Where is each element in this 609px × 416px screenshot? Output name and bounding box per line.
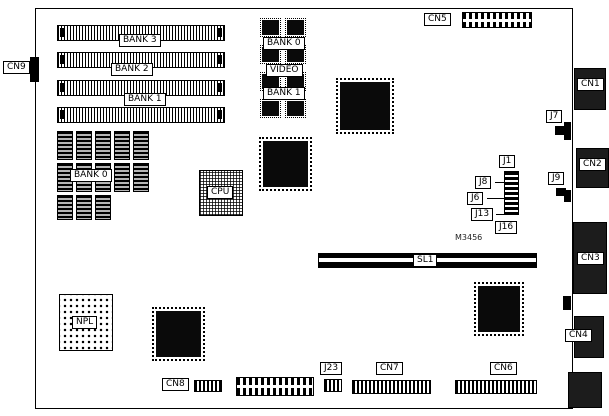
j6-label: J6 bbox=[467, 192, 484, 205]
bank1-video-label: BANK 1 bbox=[263, 87, 305, 100]
dram-chip bbox=[133, 163, 149, 192]
bank2-label: BANK 2 bbox=[111, 63, 153, 76]
cn1-label: CN1 bbox=[577, 78, 604, 91]
dram-chip bbox=[95, 195, 111, 220]
jumper-block bbox=[504, 171, 519, 215]
memory-chip bbox=[260, 18, 281, 37]
memory-chip bbox=[260, 99, 281, 118]
j23-connector bbox=[324, 379, 342, 392]
npl-label: NPL bbox=[72, 316, 98, 329]
bottom-right-port bbox=[568, 372, 602, 408]
j7-label: J7 bbox=[546, 110, 563, 123]
silkscreen-text: M3456 bbox=[455, 233, 483, 242]
bank0-dram-label: BANK 0 bbox=[70, 169, 112, 182]
qfp-chip-middle bbox=[259, 137, 312, 191]
cpu-label: CPU bbox=[207, 186, 234, 199]
j8-leader-line bbox=[495, 182, 504, 183]
dram-chip bbox=[57, 131, 73, 160]
cn5-label: CN5 bbox=[424, 13, 451, 26]
qfp-chip-bottom-left bbox=[152, 307, 205, 361]
dram-chip bbox=[133, 131, 149, 160]
cn8-label: CN8 bbox=[162, 378, 189, 391]
j6-leader-line bbox=[487, 198, 504, 199]
cn2-label: CN2 bbox=[579, 158, 606, 171]
edge-mark-2 bbox=[564, 190, 571, 202]
memory-chip bbox=[285, 99, 306, 118]
edge-mark-1 bbox=[564, 122, 571, 140]
dram-chip bbox=[95, 131, 111, 160]
cn4-label: CN4 bbox=[565, 329, 592, 342]
dram-chip bbox=[114, 131, 130, 160]
j9-jumper bbox=[556, 188, 566, 196]
cn3-label: CN3 bbox=[577, 252, 604, 265]
memory-chip bbox=[285, 18, 306, 37]
qfp-chip-bottom-right bbox=[474, 282, 524, 336]
bank1-label: BANK 1 bbox=[124, 93, 166, 106]
video-label: VIDEO bbox=[266, 64, 303, 77]
j13-leader-line bbox=[496, 214, 504, 215]
simm-slot-4 bbox=[57, 107, 225, 123]
cn7-label: CN7 bbox=[376, 362, 403, 375]
bank3-label: BANK 3 bbox=[119, 34, 161, 47]
j7-jumper bbox=[555, 126, 566, 135]
cn6-label: CN6 bbox=[490, 362, 517, 375]
dram-chip bbox=[76, 131, 92, 160]
qfp-chip-top bbox=[336, 78, 394, 134]
j13-label: J13 bbox=[471, 208, 494, 221]
cn8-connector bbox=[194, 380, 222, 392]
memory-chip bbox=[285, 72, 306, 91]
j1-label: J1 bbox=[499, 155, 516, 168]
bank0-video-label: BANK 0 bbox=[263, 37, 305, 50]
memory-chip bbox=[260, 72, 281, 91]
j16-label: J16 bbox=[495, 221, 518, 234]
edge-mark-3 bbox=[563, 296, 571, 310]
memory-chip bbox=[260, 45, 281, 64]
cn9-label: CN9 bbox=[3, 61, 30, 74]
cn7-connector bbox=[352, 380, 431, 394]
cn9-connector bbox=[30, 57, 39, 82]
dram-chip bbox=[114, 163, 130, 192]
cn6-connector bbox=[455, 380, 537, 394]
pin-header-block bbox=[236, 377, 314, 396]
sl1-label: SL1 bbox=[413, 254, 438, 267]
cn5-connector bbox=[462, 12, 532, 28]
memory-chip bbox=[285, 45, 306, 64]
j23-label: J23 bbox=[320, 362, 343, 375]
j9-label: J9 bbox=[548, 172, 565, 185]
j8-label: J8 bbox=[475, 176, 492, 189]
dram-chip bbox=[76, 195, 92, 220]
dram-chip bbox=[57, 195, 73, 220]
